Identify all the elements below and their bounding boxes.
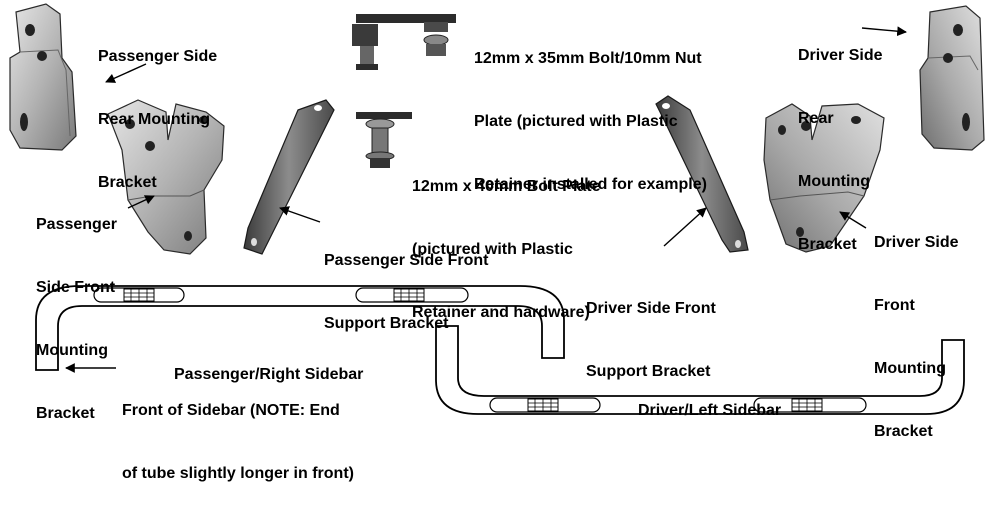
arrow-driver-rear: [861, 26, 907, 37]
label-line: Passenger/Right Sidebar: [174, 366, 364, 383]
label-driver-rear-mounting-bracket: Driver Side Rear Mounting Bracket: [798, 3, 882, 276]
step-pad: [93, 287, 185, 303]
bolt-plate-hardware: [356, 112, 412, 168]
label-line: Support Bracket: [586, 363, 711, 380]
label-line: Support Bracket: [324, 315, 449, 332]
passenger-front-mounting-bracket: [107, 99, 225, 255]
label-bolt-plate: 12mm x 40mm Bolt Plate (pictured with Pl…: [412, 134, 601, 344]
step-pad: [489, 397, 601, 413]
label-line: 12mm x 35mm Bolt/10mm Nut: [474, 50, 702, 67]
label-passenger-front-mounting-bracket: Passenger Side Front Mounting Bracket: [36, 172, 117, 445]
label-line: Front of Sidebar (NOTE: End: [122, 402, 340, 419]
label-driver-left-sidebar: Driver/Left Sidebar: [638, 358, 781, 442]
label-line: Driver Side: [874, 234, 959, 251]
label-line: 12mm x 40mm Bolt Plate: [412, 178, 601, 195]
label-line: Bracket: [36, 405, 95, 422]
label-bolt-nut-plate: 12mm x 35mm Bolt/10mm Nut Plate (picture…: [474, 6, 707, 216]
driver-front-support-bracket: [655, 95, 749, 253]
arrow-passenger-front-mount: [127, 195, 155, 209]
parts-diagram: [9, 3, 985, 415]
label-line: Passenger Side: [98, 48, 218, 65]
label-line: Bracket: [98, 174, 157, 191]
passenger-front-support-bracket: [243, 99, 335, 255]
label-driver-front-mounting-bracket: Driver Side Front Mounting Bracket: [874, 190, 958, 463]
label-driver-front-support-bracket: Driver Side Front Support Bracket: [586, 256, 716, 403]
label-line: Rear Mounting: [98, 111, 210, 128]
passenger-rear-mounting-bracket: [9, 3, 77, 151]
label-line: Retainer installed for example): [474, 176, 707, 193]
label-line: Plate (pictured with Plastic: [474, 113, 678, 130]
label-line: Passenger: [36, 216, 117, 233]
label-front-of-sidebar: Front of Sidebar (NOTE: End of tube slig…: [122, 358, 354, 505]
label-line: of tube slightly longer in front): [122, 465, 354, 482]
label-line: Bracket: [874, 423, 933, 440]
label-line: Front: [874, 297, 915, 314]
label-line: Rear: [798, 110, 834, 127]
label-line: Mounting: [798, 173, 870, 190]
label-line: Bracket: [798, 236, 857, 253]
step-pad: [355, 287, 469, 303]
label-line: Mounting: [874, 360, 946, 377]
driver-front-mounting-bracket: [763, 103, 885, 253]
arrow-passenger-front-support: [279, 206, 321, 223]
label-line: Passenger Side Front: [324, 252, 489, 269]
arrow-driver-front-mount: [839, 211, 867, 229]
label-line: Driver/Left Sidebar: [638, 402, 782, 419]
label-line: Mounting: [36, 342, 108, 359]
label-line: Side Front: [36, 279, 116, 296]
arrow-passenger-rear: [105, 63, 147, 83]
label-passenger-rear-mounting-bracket: Passenger Side Rear Mounting Bracket: [98, 4, 217, 214]
driver-left-sidebar: [435, 325, 965, 415]
label-line: Driver Side Front: [586, 300, 716, 317]
label-passenger-right-sidebar: Passenger/Right Sidebar: [174, 322, 363, 406]
label-line: (pictured with Plastic: [412, 241, 573, 258]
label-passenger-front-support-bracket: Passenger Side Front Support Bracket: [324, 208, 489, 355]
label-line: Retainer and hardware): [412, 304, 590, 321]
step-pad: [753, 397, 867, 413]
leader-arrows: [65, 26, 907, 373]
driver-rear-mounting-bracket: [919, 5, 985, 151]
label-line: Driver Side: [798, 47, 883, 64]
bolt-nut-plate-hardware: [352, 14, 456, 70]
arrow-driver-front-support: [663, 207, 707, 247]
passenger-right-sidebar: [35, 285, 565, 371]
